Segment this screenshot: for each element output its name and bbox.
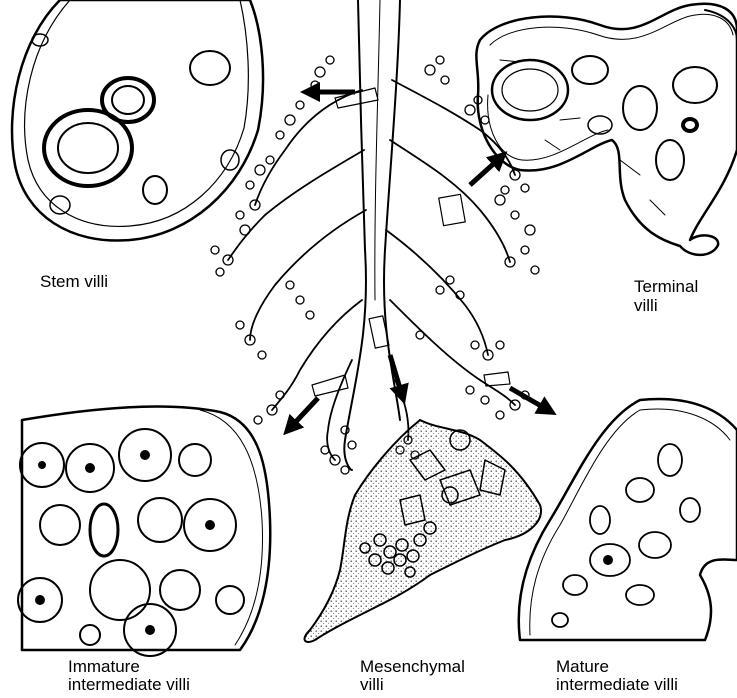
label-terminal-villi-line2: villi — [634, 296, 658, 316]
label-immature-line1: Immature — [68, 657, 140, 677]
stem-artery — [44, 78, 154, 186]
label-stem-villi: Stem villi — [40, 272, 108, 292]
label-mesenchymal-line2: villi — [360, 675, 384, 695]
label-mature-line1: Mature — [556, 657, 609, 677]
mature-intermediate-villi-crosssection — [519, 399, 737, 640]
label-terminal-villi-line1: Terminal — [634, 277, 698, 297]
label-immature-line2: intermediate villi — [68, 675, 190, 695]
label-mature-line2: intermediate villi — [556, 675, 678, 695]
stem-villi-crosssection — [12, 0, 263, 241]
mesenchymal-villi-crosssection — [305, 420, 541, 642]
section-markers — [312, 88, 510, 396]
villous-tree — [211, 0, 539, 474]
immature-intermediate-villi-crosssection — [18, 407, 270, 656]
terminal-villi-crosssection — [476, 4, 737, 255]
label-mesenchymal-line1: Mesenchymal — [360, 657, 465, 677]
